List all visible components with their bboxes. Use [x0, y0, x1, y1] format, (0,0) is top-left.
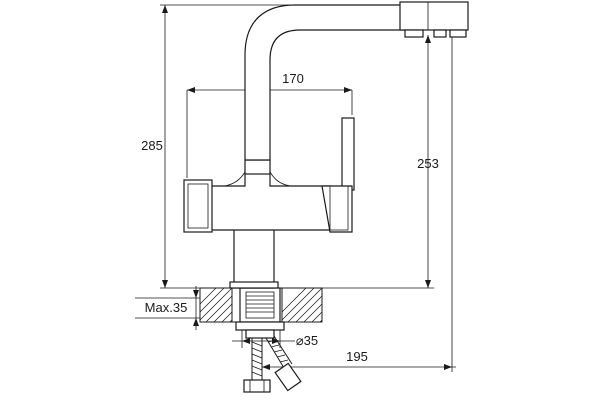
dimension-reach: 195: [262, 30, 456, 372]
spout-neck: [244, 4, 406, 175]
dim-label-170: 170: [282, 71, 304, 86]
dim-label-max35: Max.35: [145, 300, 188, 315]
supply-hoses: [243, 335, 302, 393]
dim-label-253: 253: [417, 156, 439, 171]
left-handle: [183, 179, 213, 233]
dim-label-285: 285: [141, 138, 163, 153]
dimension-spout-height: 253: [322, 35, 439, 289]
faucet-base-stem: [229, 227, 279, 289]
dimension-hole-diameter: ⌀35: [232, 328, 318, 348]
faucet-body: [209, 171, 337, 231]
spout-head: [399, 1, 469, 38]
dim-label-195: 195: [346, 349, 368, 364]
mounting-hardware: [235, 287, 285, 339]
dimension-max-mount: Max.35: [135, 286, 200, 330]
dim-label-d35: ⌀35: [296, 333, 318, 348]
right-lever-handle: [321, 117, 355, 233]
